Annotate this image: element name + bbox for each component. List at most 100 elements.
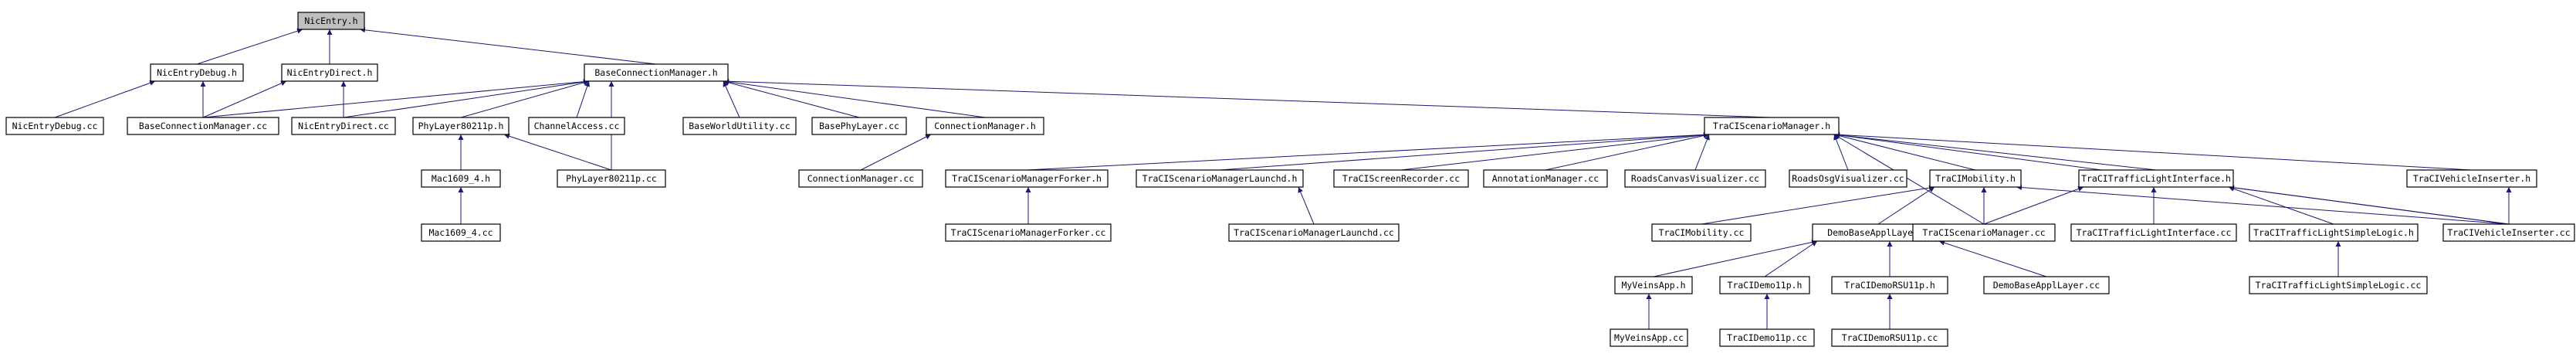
node-label: TraCIVehicleInserter.h — [2413, 173, 2530, 184]
node-tracivehicleinserter-cc[interactable]: TraCIVehicleInserter.cc — [2442, 223, 2575, 242]
node-label: TraCIVehicleInserter.cc — [2447, 227, 2570, 238]
node-demobaseappllayer-h[interactable]: DemoBaseApplLayer.h — [1812, 223, 1945, 242]
node-nicentrydebug-h[interactable]: NicEntryDebug.h — [150, 63, 244, 82]
edge-roadscanvasvisualizer-cc-to-traciscenariomanager-h — [1694, 134, 1710, 171]
node-mac1609-4-cc[interactable]: Mac1609_4.cc — [421, 223, 501, 242]
node-label: DemoBaseApplLayer.h — [1827, 227, 1929, 238]
node-nicentrydirect-cc[interactable]: NicEntryDirect.cc — [291, 117, 396, 135]
node-box — [281, 63, 378, 82]
node-traciscenariomanagerlaunchd-h[interactable]: TraCIScenarioManagerLaunchd.h — [1136, 169, 1304, 188]
node-baseconnectionmanager-cc[interactable]: BaseConnectionManager.cc — [127, 117, 279, 135]
edge-traciscenariomanager-cc-to-tracitrafficlightinterface-h — [1983, 186, 2084, 225]
node-traciscenariomanagerlaunchd-cc[interactable]: TraCIScenarioManagerLaunchd.cc — [1228, 223, 1400, 242]
node-box — [1614, 276, 1693, 294]
node-box — [1651, 223, 1752, 242]
node-box — [1483, 169, 1608, 188]
edge-nicentrydebug-cc-to-nicentrydebug-h — [54, 80, 156, 118]
node-label: PhyLayer80211p.cc — [566, 173, 657, 184]
node-tracidemo11p-h[interactable]: TraCIDemo11p.h — [1719, 276, 1810, 294]
node-label: TraCITrafficLightInterface.h — [2081, 173, 2231, 184]
node-box — [584, 63, 729, 82]
node-demobaseappllayer-cc[interactable]: DemoBaseApplLayer.cc — [1983, 276, 2110, 294]
edge-traciscenariomanagerlaunchd-h-to-traciscenariomanager-h — [1219, 132, 1710, 171]
node-box — [2078, 169, 2234, 188]
node-roadsosgvisualizer-cc[interactable]: RoadsOsgVisualizer.cc — [1789, 169, 1907, 188]
node-box — [2070, 223, 2237, 242]
edge-tracitrafficlightinterface-h-to-traciscenariomanager-h — [1833, 132, 2157, 171]
node-label: BasePhyLayer.cc — [819, 121, 899, 131]
edge-baseconnectionmanager-cc-to-baseconnectionmanager-h — [202, 79, 590, 118]
node-label: ConnectionManager.cc — [807, 173, 914, 184]
node-annotationmanager-cc[interactable]: AnnotationManager.cc — [1483, 169, 1608, 188]
node-label: MyVeinsApp.cc — [1614, 332, 1684, 343]
node-label: NicEntryDirect.h — [287, 67, 373, 78]
node-traciscenariomanager-cc[interactable]: TraCIScenarioManager.cc — [1912, 223, 2056, 242]
node-tracimobility-cc[interactable]: TraCIMobility.cc — [1651, 223, 1752, 242]
node-box — [1983, 276, 2110, 294]
node-box — [811, 117, 907, 135]
node-connectionmanager-cc[interactable]: ConnectionManager.cc — [798, 169, 923, 188]
node-label: BaseConnectionManager.h — [594, 67, 717, 78]
node-box — [945, 223, 1112, 242]
node-baseconnectionmanager-h[interactable]: BaseConnectionManager.h — [584, 63, 729, 82]
edge-roadsosgvisualizer-cc-to-traciscenariomanager-h — [1833, 134, 1849, 171]
node-mac1609-4-h[interactable]: Mac1609_4.h — [421, 169, 501, 188]
edge-channelaccess-cc-to-baseconnectionmanager-h — [576, 80, 591, 118]
node-box — [5, 117, 104, 135]
node-traciscenariomanager-h[interactable]: TraCIScenarioManager.h — [1704, 117, 1840, 135]
node-myveinsapp-h[interactable]: MyVeinsApp.h — [1614, 276, 1693, 294]
node-box — [291, 117, 396, 135]
node-label: BaseConnectionManager.cc — [139, 121, 267, 131]
edge-basephylayer-cc-to-baseconnectionmanager-h — [723, 80, 860, 118]
node-box — [1704, 117, 1840, 135]
node-nicentrydebug-cc[interactable]: NicEntryDebug.cc — [5, 117, 104, 135]
node-tracitrafficlightsimplelogic-cc[interactable]: TraCITrafficLightSimpleLogic.cc — [2249, 276, 2428, 294]
node-tracidemorsu11p-cc[interactable]: TraCIDemoRSU11p.cc — [1831, 328, 1948, 347]
node-traciscenariomanagerforker-cc[interactable]: TraCIScenarioManagerForker.cc — [945, 223, 1112, 242]
node-myveinsapp-cc[interactable]: MyVeinsApp.cc — [1610, 328, 1688, 347]
node-box — [297, 12, 365, 30]
node-box — [412, 117, 509, 135]
node-box — [528, 117, 625, 135]
node-box — [2442, 223, 2575, 242]
node-tracitrafficlightinterface-h[interactable]: TraCITrafficLightInterface.h — [2078, 169, 2234, 188]
node-tracimobility-h[interactable]: TraCIMobility.h — [1929, 169, 2022, 188]
node-tracitrafficlightinterface-cc[interactable]: TraCITrafficLightInterface.cc — [2070, 223, 2237, 242]
node-label: RoadsCanvasVisualizer.cc — [1631, 173, 1759, 184]
node-label: TraCITrafficLightSimpleLogic.h — [2253, 227, 2414, 238]
node-box — [557, 169, 666, 188]
edge-connectionmanager-h-to-baseconnectionmanager-h — [723, 79, 986, 118]
node-phylayer80211p-cc[interactable]: PhyLayer80211p.cc — [557, 169, 666, 188]
edge-tracivehicleinserter-cc-to-tracimobility-h — [2016, 185, 2510, 225]
node-label: MyVeinsApp.h — [1621, 280, 1685, 291]
node-box — [2249, 276, 2428, 294]
node-box — [682, 117, 797, 135]
node-traciscenariomanagerforker-h[interactable]: TraCIScenarioManagerForker.h — [945, 169, 1109, 188]
node-roadscanvasvisualizer-cc[interactable]: RoadsCanvasVisualizer.cc — [1624, 169, 1766, 188]
node-box — [127, 117, 279, 135]
node-label: TraCITrafficLightSimpleLogic.cc — [2256, 280, 2422, 291]
node-tracidemo11p-cc[interactable]: TraCIDemo11p.cc — [1719, 328, 1815, 347]
node-tracivehicleinserter-h[interactable]: TraCIVehicleInserter.h — [2406, 169, 2537, 188]
node-tracitrafficlightsimplelogic-h[interactable]: TraCITrafficLightSimpleLogic.h — [2249, 223, 2419, 242]
node-label: TraCIScenarioManager.cc — [1922, 227, 2045, 238]
node-label: TraCIScenarioManagerForker.cc — [951, 227, 1106, 238]
node-box — [1610, 328, 1688, 347]
node-box — [798, 169, 923, 188]
edge-annotationmanager-cc-to-traciscenariomanager-h — [1545, 133, 1710, 171]
node-baseworldutility-cc[interactable]: BaseWorldUtility.cc — [682, 117, 797, 135]
edge-nicentrydebug-h-to-nicentry-h — [196, 28, 303, 65]
node-tracidemorsu11p-h[interactable]: TraCIDemoRSU11p.h — [1831, 276, 1948, 294]
node-box — [421, 169, 501, 188]
node-nicentrydirect-h[interactable]: NicEntryDirect.h — [281, 63, 378, 82]
node-label: NicEntryDebug.cc — [12, 121, 98, 131]
node-traciscreenrecorder-cc[interactable]: TraCIScreenRecorder.cc — [1333, 169, 1469, 188]
edge-myveinsapp-h-to-demobaseappllayer-h — [1653, 240, 1818, 277]
edge-baseconnectionmanager-h-to-nicentry-h — [359, 27, 657, 65]
node-phylayer80211p-h[interactable]: PhyLayer80211p.h — [412, 117, 509, 135]
edge-tracivehicleinserter-cc-to-tracitrafficlightinterface-h — [2228, 185, 2510, 225]
node-basephylayer-cc[interactable]: BasePhyLayer.cc — [811, 117, 907, 135]
node-connectionmanager-h[interactable]: ConnectionManager.h — [926, 117, 1044, 135]
node-channelaccess-cc[interactable]: ChannelAccess.cc — [528, 117, 625, 135]
